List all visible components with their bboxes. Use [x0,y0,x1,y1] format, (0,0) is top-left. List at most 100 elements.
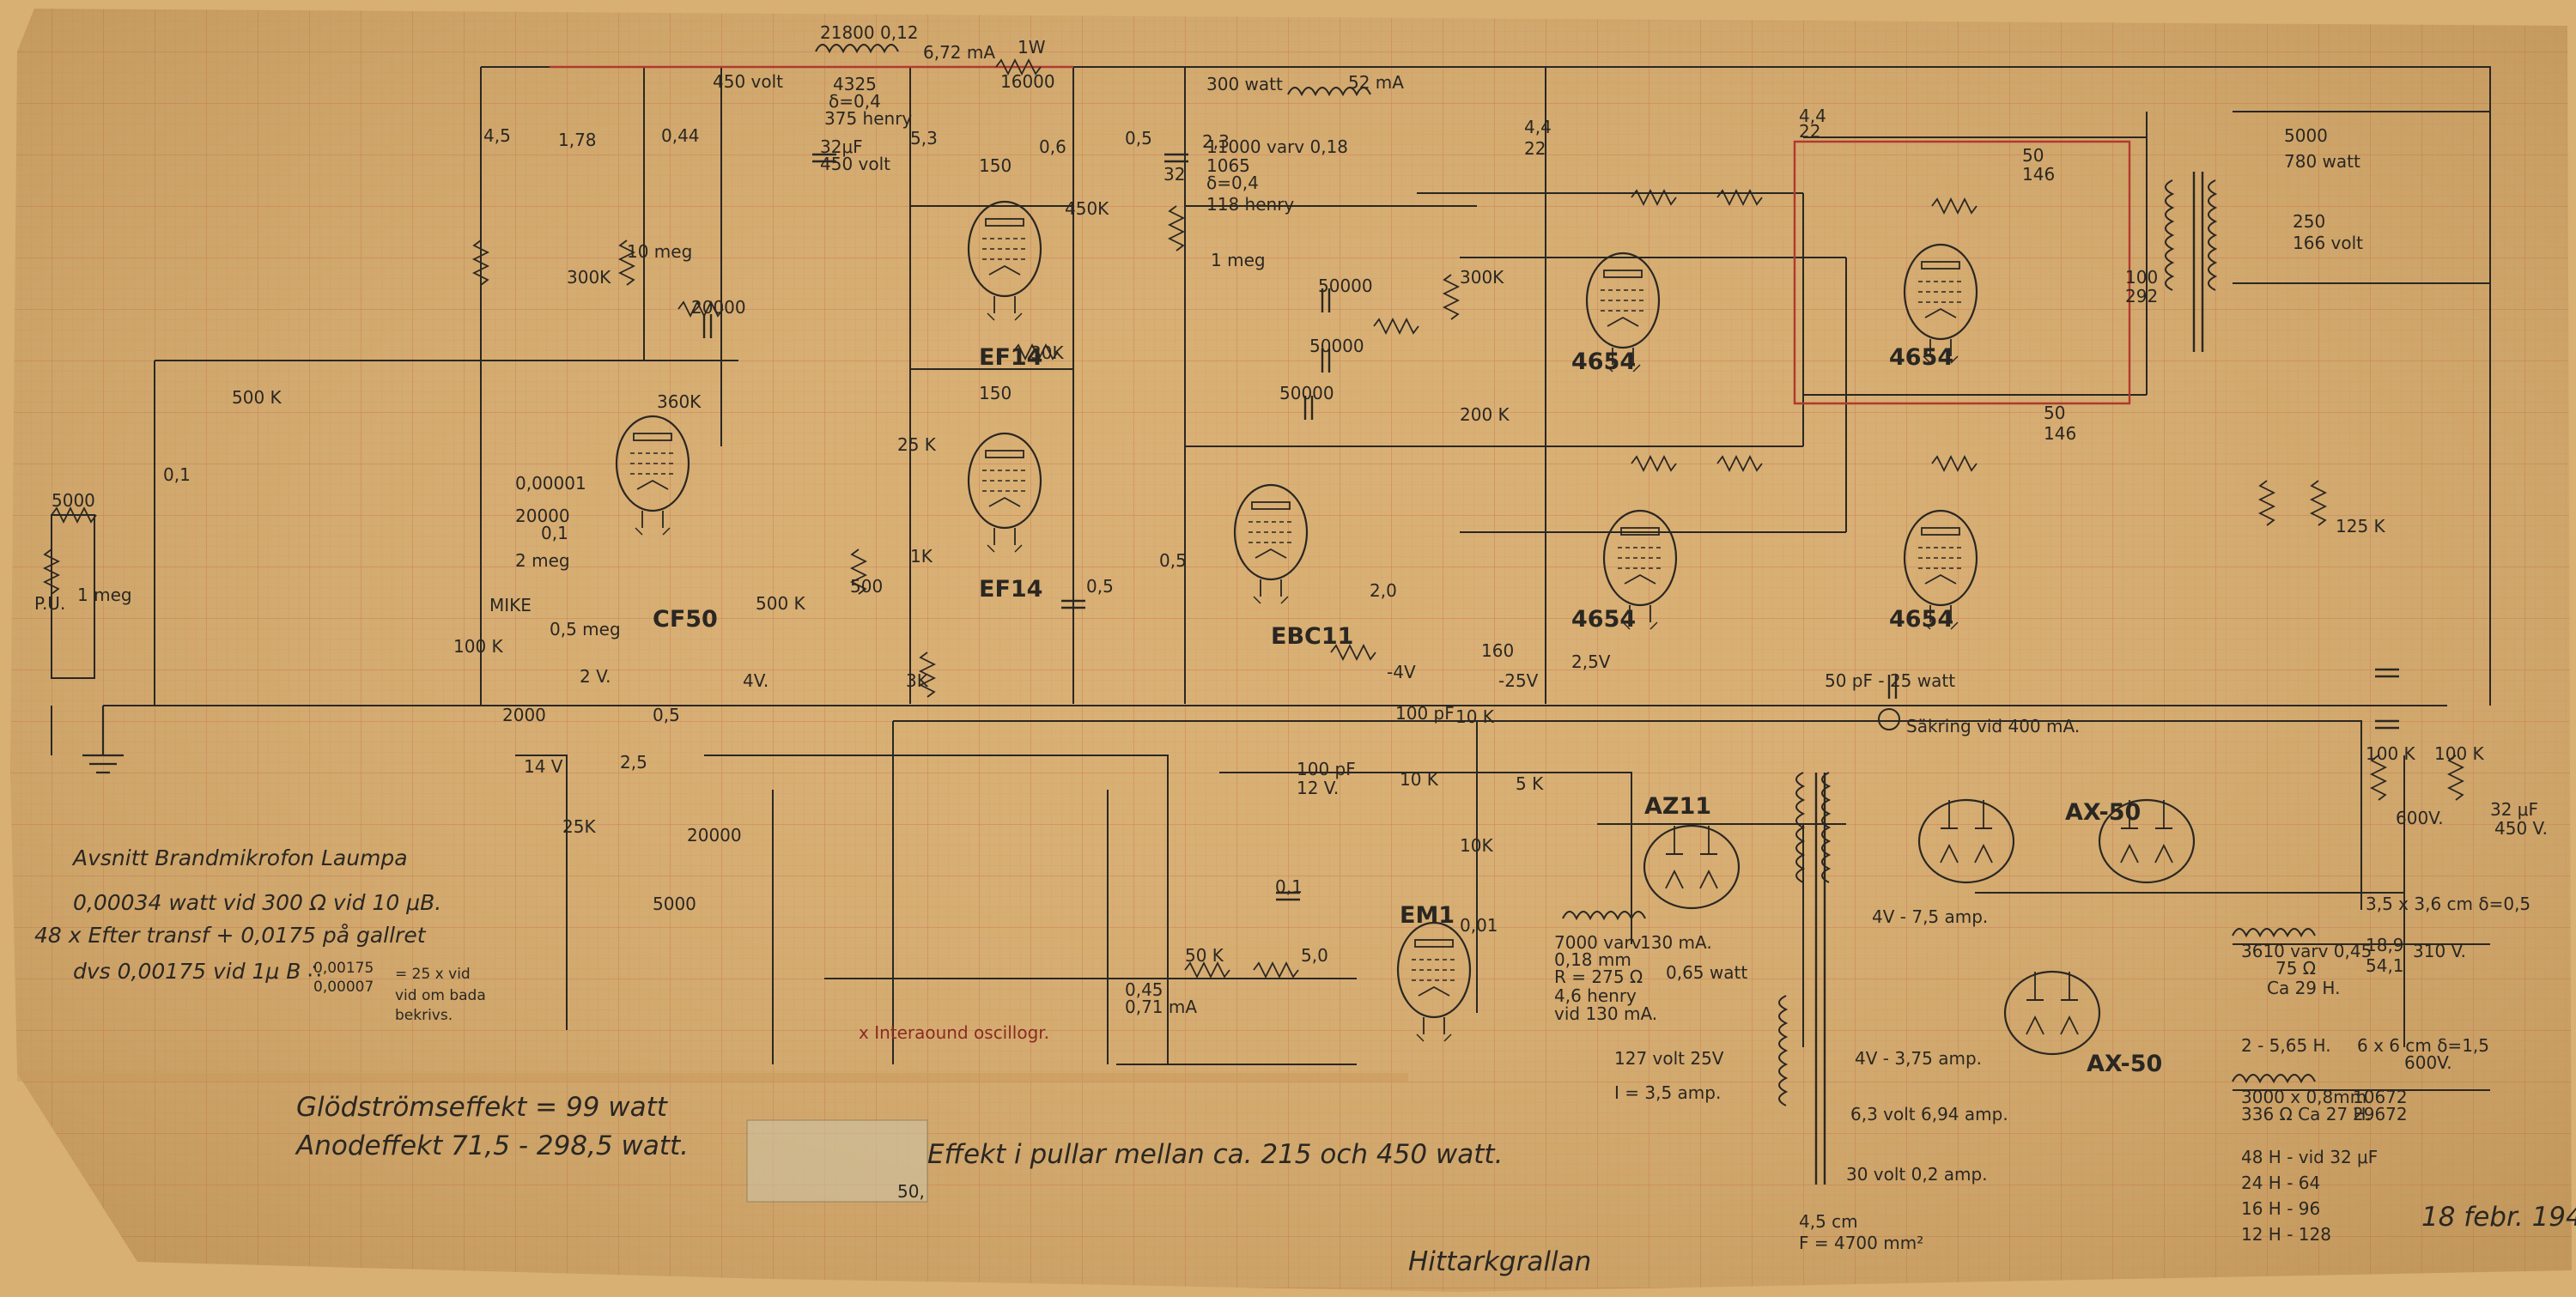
svg-text:3K: 3K [906,670,929,691]
svg-text:-25V: -25V [1498,670,1539,691]
note-bottom-2: Anodeffekt 71,5 - 298,5 watt. [295,1130,689,1161]
svg-text:150: 150 [979,383,1012,403]
svg-text:360K: 360K [657,391,702,412]
svg-text:50 K: 50 K [1185,945,1224,966]
svg-text:1,78: 1,78 [558,130,597,150]
svg-text:75 Ω: 75 Ω [2275,958,2316,979]
svg-text:600V.: 600V. [2396,808,2444,828]
svg-text:336 Ω Ca 27 H.: 336 Ω Ca 27 H. [2241,1104,2372,1124]
svg-text:300K: 300K [1460,267,1504,288]
svg-text:500 K: 500 K [756,593,806,614]
tube-label-ebc11: EBC11 [1271,623,1353,650]
circuit-wiring [51,66,2491,1091]
svg-text:127 volt 25V: 127 volt 25V [1614,1048,1724,1069]
svg-text:4325: 4325 [833,74,877,94]
svg-text:11000 varv 0,18: 11000 varv 0,18 [1206,136,1348,157]
osc-note: x Interaound oscillogr. [859,1022,1049,1043]
paper-stamp [746,1119,928,1203]
note-left-5: 0,00175 [313,960,374,977]
svg-text:50000: 50000 [1279,383,1334,403]
red-ht-wiring [550,65,2131,405]
svg-text:10672: 10672 [2353,1087,2408,1107]
note-left-8: vid om bada [395,987,486,1004]
svg-text:0,12: 0,12 [880,22,919,43]
svg-text:0,5: 0,5 [1086,576,1114,597]
svg-text:20000: 20000 [691,297,746,318]
tube-label-ef14-b: EF14 [979,576,1042,603]
svg-text:100 pF: 100 pF [1297,759,1356,779]
svg-text:4,4: 4,4 [1524,117,1552,137]
svg-text:16000: 16000 [1000,71,1055,92]
svg-text:0,00001: 0,00001 [515,473,586,494]
svg-text:24 H - 64: 24 H - 64 [2241,1173,2320,1193]
svg-text:0,45: 0,45 [1125,979,1163,1000]
svg-text:100: 100 [2125,267,2158,288]
svg-text:1W: 1W [1018,37,1046,58]
svg-text:54,1: 54,1 [2366,955,2404,976]
svg-text:2,3: 2,3 [1202,131,1230,152]
svg-text:16 H - 96: 16 H - 96 [2241,1198,2320,1219]
svg-text:12 H - 128: 12 H - 128 [2241,1224,2331,1245]
svg-text:292: 292 [2125,286,2158,306]
tube-label-ax50-a: AX-50 [2065,799,2141,826]
svg-text:Säkring vid 400 mA.: Säkring vid 400 mA. [1906,716,2080,736]
tube-label-ax50-b: AX-50 [2087,1051,2162,1077]
svg-text:50 pF - 25 watt: 50 pF - 25 watt [1825,670,1955,691]
svg-text:5 K: 5 K [1516,773,1544,794]
svg-text:1K: 1K [910,546,933,567]
svg-text:130 mA.: 130 mA. [1640,932,1712,953]
svg-text:5,0: 5,0 [1301,945,1328,966]
svg-text:0,1: 0,1 [541,523,568,543]
svg-text:4V - 7,5 amp.: 4V - 7,5 amp. [1872,906,1988,927]
svg-text:450 volt: 450 volt [820,154,890,174]
svg-text:50: 50 [2044,403,2065,423]
svg-text:0,5: 0,5 [1159,550,1187,571]
svg-text:2,0: 2,0 [1370,580,1397,601]
svg-text:118 henry: 118 henry [1206,194,1294,215]
svg-text:2000: 2000 [502,705,546,725]
note-left-2: 0,00034 watt vid 300 Ω vid 10 μB. [73,890,441,915]
svg-text:100 K: 100 K [453,636,504,657]
svg-text:0,71 mA: 0,71 mA [1125,997,1197,1017]
svg-text:MIKE: MIKE [489,595,532,615]
paper-aging [10,9,2572,1292]
ground-icon [82,706,124,774]
svg-text:F = 4700 mm²: F = 4700 mm² [1799,1233,1923,1253]
svg-text:0,65 watt: 0,65 watt [1666,962,1747,983]
svg-text:14 V: 14 V [524,756,563,777]
svg-text:0,6: 0,6 [1039,136,1066,157]
svg-text:I = 3,5 amp.: I = 3,5 amp. [1614,1082,1721,1103]
svg-text:δ=0,4: δ=0,4 [829,91,881,112]
svg-text:32μF: 32μF [820,136,863,157]
svg-text:6,72 mA: 6,72 mA [923,42,995,63]
svg-text:3,5 x 3,6 cm δ=0,5: 3,5 x 3,6 cm δ=0,5 [2366,894,2530,914]
svg-text:2 meg: 2 meg [515,550,570,571]
svg-text:4,4: 4,4 [1799,106,1826,126]
svg-text:δ=0,4: δ=0,4 [1206,173,1259,193]
svg-text:0,44: 0,44 [661,125,700,146]
svg-text:48 H - vid 32 μF: 48 H - vid 32 μF [2241,1147,2378,1167]
svg-text:166 volt: 166 volt [2293,233,2363,253]
svg-text:0,5: 0,5 [1125,128,1152,148]
svg-text:0,1: 0,1 [1275,876,1303,897]
note-left-4: dvs 0,00175 vid 1μ B ∴ [73,959,321,984]
svg-text:50: 50 [2022,145,2044,166]
svg-text:20000: 20000 [687,825,742,845]
tube-label-4654-b: 4654 [1889,344,1953,371]
svg-text:P.U.: P.U. [34,593,65,614]
svg-text:7000 varv: 7000 varv [1554,932,1642,953]
svg-text:5000: 5000 [2284,125,2328,146]
svg-text:6,3 volt 6,94 amp.: 6,3 volt 6,94 amp. [1850,1104,2008,1124]
svg-text:50000: 50000 [1318,276,1373,296]
svg-text:30 volt 0,2 amp.: 30 volt 0,2 amp. [1846,1164,1988,1185]
svg-text:200 K: 200 K [1460,404,1510,425]
note-bottom-1: Glödströmseffekt = 99 watt [296,1092,669,1123]
svg-text:100 K: 100 K [2434,743,2485,764]
svg-text:0,1: 0,1 [163,464,191,485]
svg-text:Ca 29 H.: Ca 29 H. [2267,978,2340,998]
svg-text:10K: 10K [1460,835,1493,856]
svg-text:5000: 5000 [52,490,95,511]
svg-text:600V.: 600V. [2404,1052,2452,1073]
kitchen-note: Hittarkgrallan [1408,1246,1591,1277]
svg-text:4V.: 4V. [743,670,769,691]
